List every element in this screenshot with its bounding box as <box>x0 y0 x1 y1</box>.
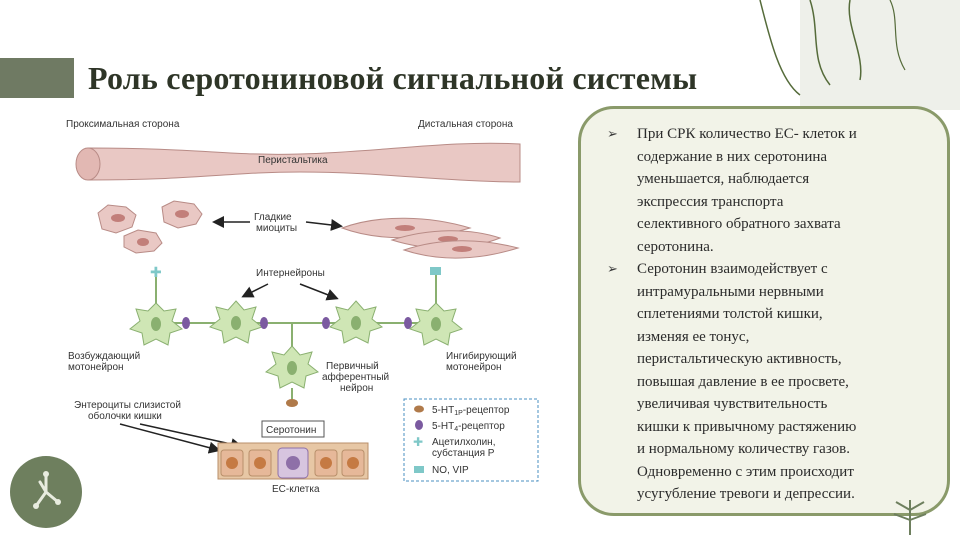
legend-5ht1p: 5-HT1P-рецептор <box>432 405 510 417</box>
legend-no-vip: NO, VIP <box>432 465 469 476</box>
bullet-list: ➢ При СРК количество ЕС- клеток и содерж… <box>581 109 947 506</box>
primary-afferent-neuron <box>264 345 320 389</box>
legend-acetylcholine: Ацетилхолин, <box>432 437 495 448</box>
inhibitory-motor-neuron <box>408 302 464 346</box>
epithelium-cells <box>217 442 369 480</box>
label-interneurons: Интернейроны <box>256 268 325 279</box>
label-smooth-myocytes-2: миоциты <box>256 223 297 234</box>
page-title: Роль серотониновой сигнальной системы <box>88 60 698 96</box>
interneuron-left <box>208 300 264 344</box>
label-primary-2: афферентный <box>322 371 389 383</box>
serotonin-signaling-diagram: Проксимальная сторона Дистальная сторона… <box>66 119 539 495</box>
title-accent-bar <box>0 58 74 98</box>
label-enterocytes-1: Энтероциты слизистой <box>74 400 181 411</box>
label-peristalsis: Перистальтика <box>258 155 328 166</box>
legend-substance-p: субстанция P <box>432 447 495 459</box>
label-primary-1: Первичный <box>326 361 379 372</box>
label-smooth-myocytes-1: Гладкие <box>254 212 292 223</box>
bullet-item: ➢ При СРК количество ЕС- клеток и содерж… <box>607 123 921 258</box>
excitatory-motor-neuron <box>128 302 184 346</box>
decorative-sketch-top-right <box>759 0 960 110</box>
decorative-plant-icon <box>893 500 927 535</box>
svg-text:✚: ✚ <box>150 265 162 281</box>
label-proximal: Проксимальная сторона <box>66 119 180 130</box>
text-panel: ➢ При СРК количество ЕС- клеток и содерж… <box>578 106 950 516</box>
label-excitatory-1: Возбуждающий <box>68 350 140 362</box>
label-excitatory-2: мотонейрон <box>68 362 124 373</box>
interneuron-right <box>328 300 384 344</box>
smooth-myocytes-relaxed <box>340 217 520 259</box>
svg-text:✚: ✚ <box>413 435 423 449</box>
legend: 5-HT1P-рецептор 5-HT4-рецептор ✚ Ацетилх… <box>403 398 539 482</box>
logo-leaf-icon <box>10 456 82 528</box>
label-inhibitory-2: мотонейрон <box>446 362 502 373</box>
label-distal: Дистальная сторона <box>418 119 513 130</box>
bullet-item: ➢ Серотонин взаимодействует с интрамурал… <box>607 258 921 506</box>
bullet-arrow-icon: ➢ <box>607 261 618 276</box>
bullet-arrow-icon: ➢ <box>607 126 618 141</box>
label-serotonin: Серотонин <box>266 425 316 436</box>
smooth-myocytes-contracted <box>97 200 203 254</box>
label-enterocytes-2: оболочки кишки <box>88 410 162 422</box>
muscle-tube: Перистальтика <box>75 142 521 183</box>
label-primary-3: нейрон <box>340 383 373 394</box>
legend-5ht4: 5-HT4-рецептор <box>432 421 505 433</box>
label-inhibitory-1: Ингибирующий <box>446 350 517 362</box>
label-ec-cell: ЕС-клетка <box>272 484 320 495</box>
